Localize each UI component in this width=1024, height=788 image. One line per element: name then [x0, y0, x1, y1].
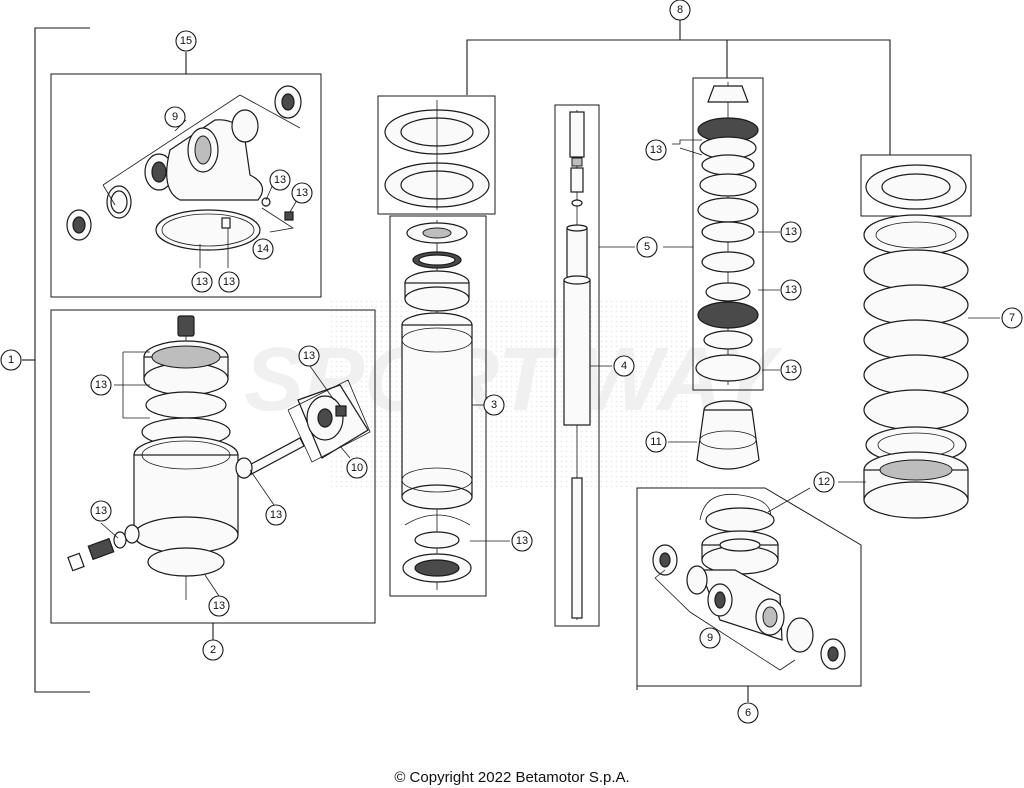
callout-13-reservoir-b: 13	[298, 345, 320, 367]
callout-1: 1	[0, 349, 22, 371]
callout-3: 3	[483, 394, 505, 416]
svg-text:10: 10	[351, 462, 363, 474]
callout-9-lower: 9	[699, 627, 721, 649]
callout-6: 6	[737, 702, 759, 724]
callout-13-reservoir-e: 13	[208, 595, 230, 617]
callout-13-upper-d: 13	[218, 271, 240, 293]
group-4-piston-rod	[554, 104, 635, 627]
callout-10: 10	[346, 457, 368, 479]
callout-5: 5	[636, 236, 658, 258]
group-5-piston-stack	[663, 77, 780, 391]
svg-text:1: 1	[8, 354, 14, 366]
svg-text:13: 13	[785, 284, 797, 296]
svg-text:7: 7	[1009, 312, 1015, 324]
callout-13-reservoir-c: 13	[90, 500, 112, 522]
svg-text:13: 13	[785, 226, 797, 238]
svg-text:13: 13	[223, 276, 235, 288]
svg-text:13: 13	[274, 174, 286, 186]
group-3-shock-body	[389, 215, 510, 597]
svg-text:13: 13	[270, 509, 282, 521]
callout-13-upper-b: 13	[291, 182, 313, 204]
callout-8: 8	[669, 0, 691, 21]
svg-text:13: 13	[95, 505, 107, 517]
svg-text:13: 13	[650, 144, 662, 156]
group-2-reservoir	[50, 309, 376, 640]
bracket-1	[22, 27, 90, 693]
callout-14: 14	[252, 238, 274, 260]
group-15-upper-mount	[50, 52, 322, 298]
svg-text:9: 9	[172, 111, 178, 123]
svg-text:11: 11	[650, 436, 661, 448]
callout-13-piston-b: 13	[780, 221, 802, 243]
svg-text:2: 2	[210, 644, 216, 656]
callout-2: 2	[202, 639, 224, 661]
part-7-spring	[838, 154, 1000, 519]
group-6-lower-mount	[636, 487, 862, 702]
callout-13-reservoir-d: 13	[265, 504, 287, 526]
callout-13-body: 13	[511, 530, 533, 552]
callout-9-upper: 9	[164, 106, 186, 128]
callout-13-upper-a: 13	[269, 169, 291, 191]
svg-text:4: 4	[621, 360, 627, 372]
svg-text:13: 13	[196, 276, 208, 288]
part-11-bump-stop	[668, 400, 760, 470]
copyright-notice: © Copyright 2022 Betamotor S.p.A.	[394, 769, 630, 786]
svg-text:13: 13	[213, 600, 225, 612]
svg-text:9: 9	[707, 632, 713, 644]
svg-text:5: 5	[644, 241, 650, 253]
svg-text:6: 6	[745, 707, 751, 719]
svg-text:13: 13	[303, 350, 315, 362]
bracket-8	[466, 20, 891, 155]
callout-4: 4	[613, 355, 635, 377]
svg-text:13: 13	[516, 535, 528, 547]
svg-text:12: 12	[818, 476, 830, 488]
svg-text:13: 13	[95, 379, 107, 391]
svg-text:13: 13	[296, 187, 308, 199]
svg-text:14: 14	[257, 243, 269, 255]
callout-13-upper-c: 13	[191, 271, 213, 293]
callout-13-piston-c: 13	[780, 279, 802, 301]
svg-text:8: 8	[677, 4, 683, 16]
group-spring-seats	[377, 95, 496, 215]
svg-text:15: 15	[180, 35, 192, 47]
callout-13-piston-d: 13	[780, 359, 802, 381]
svg-text:3: 3	[491, 399, 497, 411]
callout-11: 11	[645, 431, 667, 453]
callout-13-reservoir-a: 13	[90, 374, 112, 396]
callout-12: 12	[813, 471, 835, 493]
svg-text:13: 13	[785, 364, 797, 376]
callout-13-piston-a: 13	[645, 139, 667, 161]
callout-7: 7	[1001, 307, 1023, 329]
callout-15: 15	[175, 30, 197, 52]
